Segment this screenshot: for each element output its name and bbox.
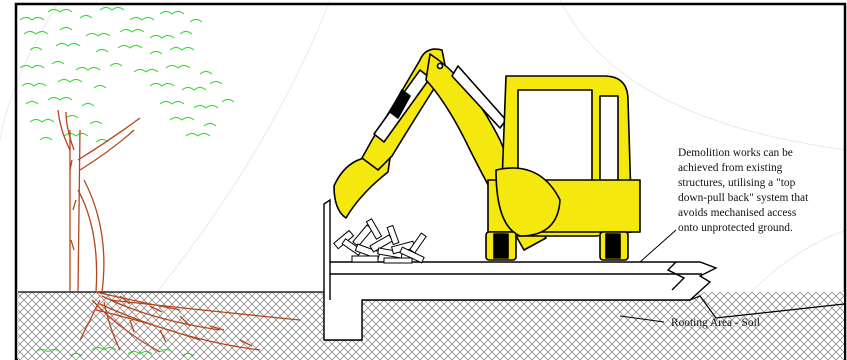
soil-label: Rooting Area - Soil [671, 317, 760, 329]
backhoe-loader-icon [334, 49, 640, 260]
rubble-icon [334, 219, 426, 263]
demolition-note: Demolition works can be achieved from ex… [678, 146, 847, 236]
